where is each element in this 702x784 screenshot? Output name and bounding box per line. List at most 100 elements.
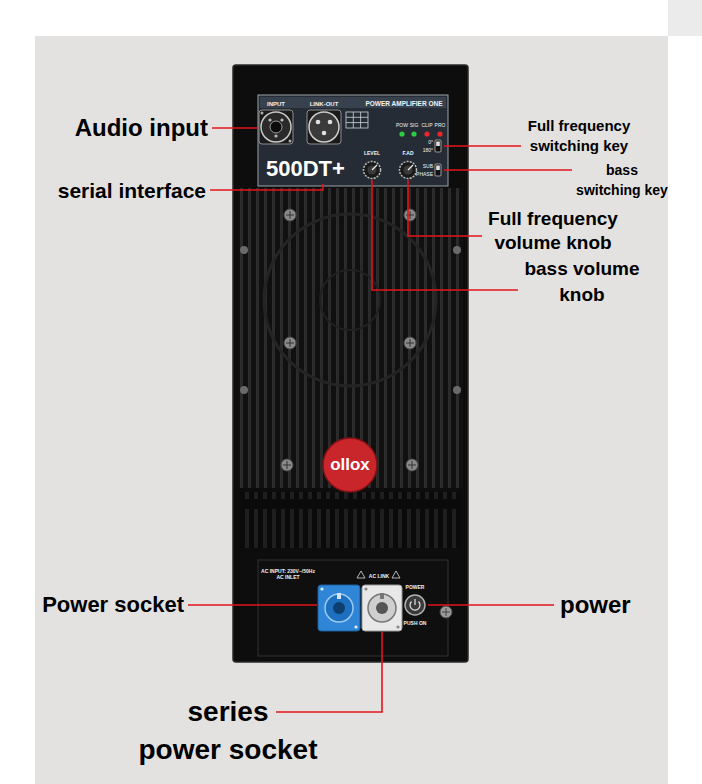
powercon-inlet [320, 587, 323, 590]
status-led [424, 131, 429, 136]
panel-marking: POWER AMPLIFIER ONE [365, 99, 444, 108]
panel-marking: POW [396, 122, 409, 129]
powercon-inlet [333, 602, 345, 614]
powercon-link [362, 585, 402, 631]
housing-screw [283, 211, 416, 469]
housing-screw [240, 386, 248, 394]
leader-line [444, 169, 572, 171]
panel-marking: SIG [409, 122, 419, 129]
leader-line [188, 604, 317, 606]
panel-marking: F.AD [402, 150, 415, 157]
brand-logo [323, 438, 377, 492]
status-led [411, 131, 416, 136]
callout-label: Power socket [41, 591, 184, 619]
mode-icon-grid [346, 112, 368, 128]
leader-line [408, 180, 482, 236]
callout-label: Audio input [73, 113, 208, 143]
xlr-link-out [322, 131, 327, 136]
panel-marking: AC LINK [368, 573, 390, 580]
amplifier-housing [233, 65, 468, 662]
panel-marking: PUSH ON [403, 620, 427, 627]
combo-input-jack [274, 134, 277, 137]
power-button [405, 595, 425, 615]
panel-marking: PRO [434, 122, 446, 129]
panel-marking: SUB [421, 163, 433, 170]
amplifier-housing [264, 214, 436, 386]
leader-line [212, 127, 258, 129]
combo-input-jack [268, 118, 271, 121]
brand-name: ollox [330, 454, 371, 476]
status-led [399, 131, 404, 136]
power-button [414, 599, 415, 605]
brand-logo [323, 438, 377, 492]
combo-input-jack [259, 110, 293, 144]
combo-input-jack [261, 112, 291, 142]
xlr-link-out [307, 110, 341, 144]
power-plate [258, 560, 448, 656]
panel-marking: INPUT [267, 100, 286, 108]
volume-knob [404, 166, 413, 175]
panel-marking: AC INPUT: 230V~/50Hz AC INLET [258, 568, 318, 580]
status-led [437, 131, 442, 136]
switch-key [435, 164, 441, 176]
xlr-link-out [316, 120, 321, 125]
amplifier-housing [320, 270, 380, 330]
model-name: 500DT+ [266, 157, 346, 181]
switch-key [435, 140, 441, 152]
panel-marking: PHASE [415, 171, 433, 178]
volume-knob [372, 165, 377, 170]
callout-label: power [560, 590, 632, 620]
page-ground [35, 36, 668, 784]
powercon-link [364, 587, 367, 590]
volume-knob [408, 165, 413, 170]
housing-screw [240, 246, 248, 254]
powercon-link [376, 602, 388, 614]
status-led [399, 131, 442, 136]
combo-input-jack [270, 121, 282, 133]
powercon-inlet [318, 585, 360, 631]
panel-marking: POWER [405, 584, 425, 591]
leader-line [276, 632, 382, 712]
panel-marking: LEVEL [363, 150, 381, 157]
control-plate [260, 97, 446, 108]
switch-key [436, 142, 440, 147]
leader-line [444, 145, 521, 147]
power-button [442, 608, 450, 616]
combo-input-jack [289, 140, 292, 143]
amplifier-housing [240, 492, 461, 548]
panel-marking: 0° [427, 139, 433, 146]
mode-icon-grid [346, 112, 368, 128]
powercon-inlet [318, 585, 360, 631]
warning-triangle [392, 571, 400, 578]
power-button [405, 595, 452, 618]
volume-knob [364, 162, 417, 179]
power-button [440, 606, 452, 618]
housing-screw [453, 246, 461, 254]
volume-knob [400, 162, 417, 179]
volume-knob [368, 166, 377, 175]
combo-input-jack [280, 118, 283, 121]
control-plate [258, 95, 448, 186]
power-plate [258, 560, 448, 656]
switch-key [436, 166, 440, 171]
powercon-inlet [337, 593, 341, 599]
callout-label: bass switching key [575, 160, 669, 200]
callout-label: bass volume knob [523, 256, 641, 308]
warning-triangle [357, 571, 365, 578]
wrap-spacer [133, 693, 183, 731]
callout-label: Full frequency switching key [527, 116, 632, 156]
powercon-link [368, 594, 396, 622]
combo-input-jack [261, 112, 264, 115]
panel-marking: 180° [421, 147, 433, 154]
powercon-link [362, 585, 402, 631]
volume-knob [364, 162, 381, 179]
powercon-link [396, 625, 399, 628]
switch-key [435, 140, 441, 176]
xlr-link-out [328, 120, 333, 125]
mode-icon-grid [346, 112, 368, 128]
xlr-link-out [309, 112, 339, 142]
leader-line [210, 184, 323, 190]
panel-marking: LINK-OUT [309, 100, 339, 108]
panel-marking: CLIP [421, 122, 434, 129]
